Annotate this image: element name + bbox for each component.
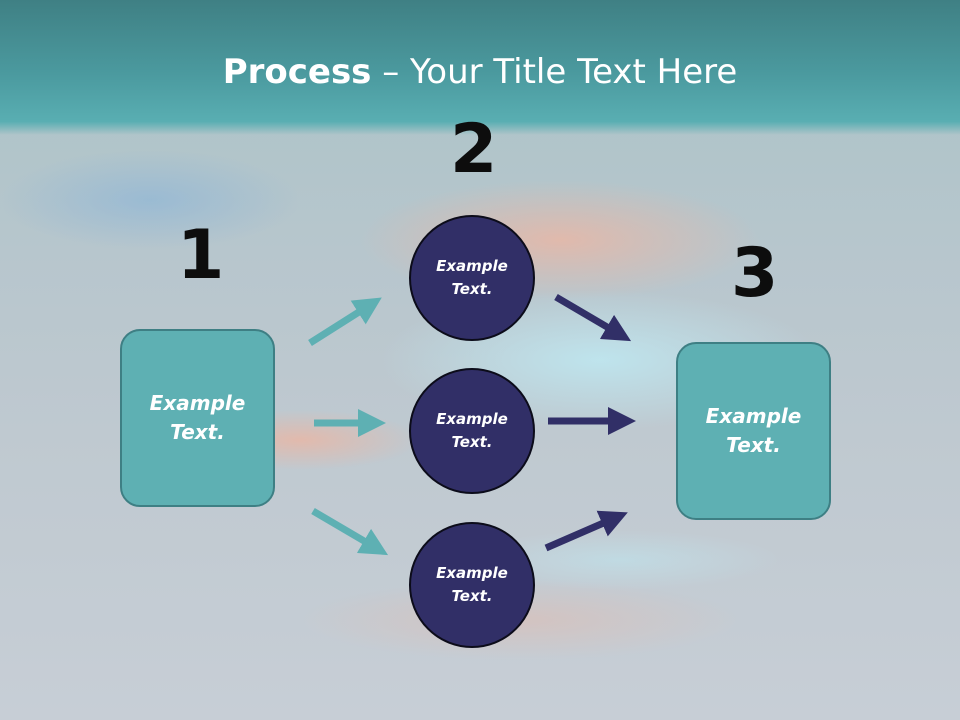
slide-title: Process – Your Title Text Here	[0, 52, 960, 92]
left-box-line2: Text.	[170, 420, 225, 444]
right-box-line2: Text.	[726, 433, 781, 457]
circle-top-line1: Example	[436, 257, 508, 275]
title-rest: – Your Title Text Here	[371, 52, 738, 92]
circle-bottom-line1: Example	[436, 564, 508, 582]
circle-top-line2: Text.	[451, 280, 493, 298]
step-number-1: 1	[177, 216, 225, 295]
left-box-line1: Example	[149, 391, 246, 415]
circle-bottom-line2: Text.	[451, 587, 493, 605]
step-number-3: 3	[731, 234, 779, 313]
right-text-box: Example Text.	[676, 342, 831, 520]
right-box-line1: Example	[705, 404, 802, 428]
circle-top: Example Text.	[409, 215, 535, 341]
circle-middle-line1: Example	[436, 410, 508, 428]
left-text-box: Example Text.	[120, 329, 275, 507]
circle-middle-line2: Text.	[451, 433, 493, 451]
circle-middle: Example Text.	[409, 368, 535, 494]
step-number-2: 2	[450, 110, 498, 189]
title-bold: Process	[222, 52, 372, 92]
circle-bottom: Example Text.	[409, 522, 535, 648]
header-band	[0, 0, 960, 135]
